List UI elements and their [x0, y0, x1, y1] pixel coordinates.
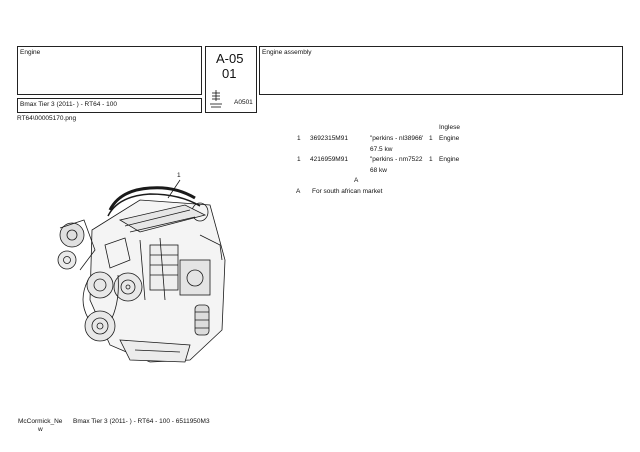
image-filename: RT64\00005170.png — [17, 115, 77, 122]
footer-brand-line2: w — [38, 426, 43, 433]
assembly-title-box — [259, 46, 623, 95]
row-1-qty: 1 — [429, 135, 433, 142]
row-1-part-no: 3692315M91 — [310, 135, 348, 142]
row-2-part-no: 4216959M91 — [310, 156, 348, 163]
section-title-box — [17, 46, 202, 95]
row-marker: A — [354, 177, 359, 184]
row-2-qty: 1 — [429, 156, 433, 163]
row-1-extra: 67.5 kw — [370, 146, 393, 153]
assembly-title: Engine assembly — [262, 49, 312, 56]
row-2-description: "perkins - nm7522 — [370, 156, 423, 163]
row-1-item: 1 — [297, 135, 301, 142]
row-2-name: Engine — [439, 156, 460, 163]
model-line: Bmax Tier 3 (2011- ) - RT64 - 100 — [20, 101, 117, 108]
row-2-extra: 68 kw — [370, 167, 387, 174]
language-header: Inglese — [439, 124, 460, 131]
section-title: Engine — [20, 49, 41, 56]
model-line-box — [17, 98, 202, 113]
page-code-line2: 01 — [222, 66, 237, 81]
note-key: A — [296, 188, 301, 195]
row-1-description: "perkins - nl38966' — [370, 135, 424, 142]
figure-code: A0501 — [234, 99, 253, 106]
row-1-name: Engine — [439, 135, 460, 142]
diagram-callout: 1 — [177, 172, 181, 179]
note-text: For south african market — [312, 188, 383, 195]
row-2-item: 1 — [297, 156, 301, 163]
wrench-icon — [210, 90, 222, 108]
page-code-line1: A-05 — [216, 51, 244, 66]
page-code-box — [205, 46, 257, 113]
engine-illustration-icon — [57, 179, 226, 363]
footer-model-line: Bmax Tier 3 (2011- ) - RT64 - 100 - 6511… — [73, 418, 210, 425]
footer-brand: McCormick_Ne — [18, 418, 63, 425]
